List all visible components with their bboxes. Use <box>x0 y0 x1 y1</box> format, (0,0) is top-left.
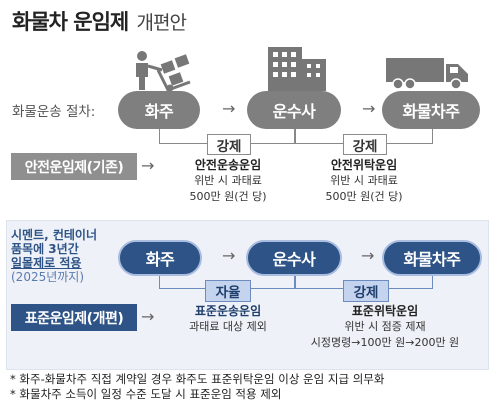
new-side-line2: 품목에 3년간 <box>11 242 79 256</box>
page-title: 화물차 운임제 개편안 <box>12 6 187 36</box>
new-left-title: 표준운송운임 <box>194 304 262 318</box>
new-pill-owner: 화물차주 <box>382 240 482 276</box>
arrow-1: → <box>222 99 236 118</box>
pill-carrier: 운수사 <box>247 91 341 129</box>
footnote-2: * 화물차주 소득이 일정 수준 도달 시 표준운임 적용 제외 <box>10 387 282 401</box>
new-side-note: 시멘트, 컨테이너 품목에 3년간 일몰제로 적용 (2025년까지) <box>11 228 97 284</box>
new-right-note: 표준위탁운임 위반 시 점증 제재 시정명령→100만 원→200만 원 <box>285 303 485 351</box>
new-arrow-1: → <box>222 246 236 265</box>
hand-truck-person-icon <box>136 51 191 92</box>
new-right-title: 표준위탁운임 <box>351 304 419 318</box>
tag-new-right: 강제 <box>343 280 389 302</box>
old-left-line1: 위반 시 과태료 <box>194 174 262 187</box>
new-side-line1: 시멘트, 컨테이너 <box>11 228 98 242</box>
new-pill-carrier: 운수사 <box>246 240 342 276</box>
building-icon <box>268 47 326 91</box>
old-right-title: 안전위탁운임 <box>330 158 398 172</box>
old-system-label: 안전운임제(기존) <box>11 153 137 180</box>
old-right-note: 안전위탁운임 위반 시 과태료 500만 원(건 당) <box>304 157 424 205</box>
process-label: 화물운송 절차: <box>12 104 96 120</box>
new-side-line4: (2025년까지) <box>11 270 85 284</box>
truck-icon <box>386 58 468 90</box>
footnote-1: * 화주-화물차주 직접 계약일 경우 화주도 표준위탁운임 이상 운임 지급 … <box>10 372 385 386</box>
new-left-note: 표준운송운임 과태료 대상 제외 <box>162 303 294 335</box>
title-main: 화물차 운임제 <box>12 10 129 34</box>
new-right-line1: 위반 시 점증 제재 <box>344 320 426 333</box>
old-right-line1: 위반 시 과태료 <box>330 174 398 187</box>
pill-owner: 화물차주 <box>382 91 480 129</box>
new-side-line3: 일몰제로 적용 <box>11 256 82 270</box>
new-pill-shipper: 화주 <box>118 240 202 276</box>
arrow-2: → <box>362 99 376 118</box>
old-right-line2: 500만 원(건 당) <box>325 190 403 203</box>
arrow-old-label: → <box>141 156 155 175</box>
new-right-line2: 시정명령→100만 원→200만 원 <box>310 336 460 349</box>
old-left-line2: 500만 원(건 당) <box>189 190 267 203</box>
old-left-note: 안전운송운임 위반 시 과태료 500만 원(건 당) <box>168 157 288 205</box>
title-sub: 개편안 <box>136 12 187 34</box>
new-left-line1: 과태료 대상 제외 <box>189 320 267 333</box>
tag-old-left: 강제 <box>207 134 251 155</box>
tag-new-left: 자율 <box>205 280 251 302</box>
new-arrow-2: → <box>361 246 375 265</box>
new-system-label: 표준운임제(개편) <box>11 304 137 331</box>
arrow-new-label: → <box>141 307 155 326</box>
pill-shipper: 화주 <box>118 91 200 129</box>
old-left-title: 안전운송운임 <box>194 158 262 172</box>
tag-old-right: 강제 <box>343 134 387 155</box>
